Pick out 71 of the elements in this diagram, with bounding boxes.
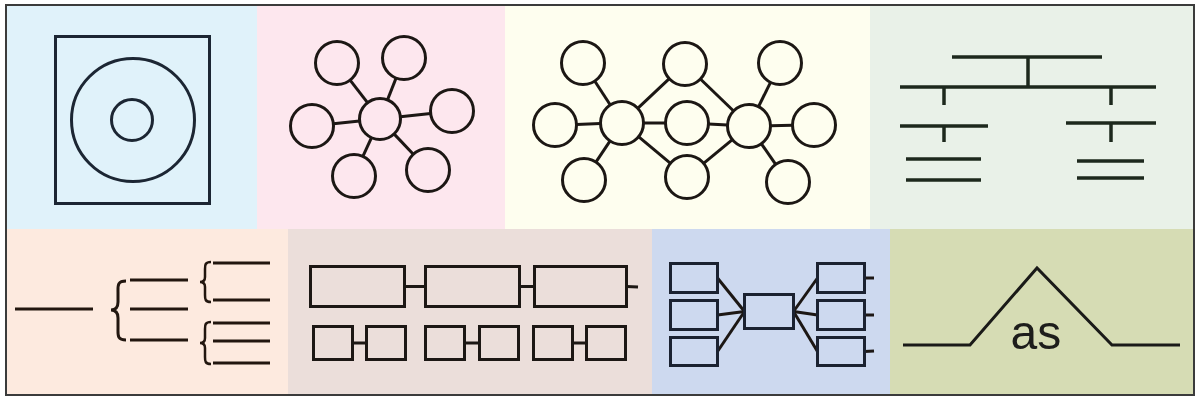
connector-line (361, 137, 373, 158)
circle-node (560, 40, 606, 86)
connector-line (864, 349, 875, 353)
connector-line (760, 142, 777, 166)
circle-node (765, 159, 811, 205)
connector-line (792, 310, 819, 353)
circle-node (289, 103, 335, 149)
circle-node (791, 102, 837, 148)
box-node (816, 299, 866, 331)
box-node (478, 325, 520, 361)
box-node (669, 336, 719, 367)
connector-line (757, 81, 772, 108)
box-node (816, 336, 866, 367)
circle-node (405, 147, 451, 193)
bridge-label: as (1010, 309, 1062, 357)
box-node (533, 265, 628, 308)
connector-line (708, 122, 728, 127)
connector-line (593, 80, 612, 106)
connector-line (594, 140, 612, 163)
box-node (585, 325, 627, 361)
connector-line (576, 122, 601, 126)
box-node (365, 325, 407, 361)
box-node (309, 265, 406, 308)
box-node (54, 35, 211, 205)
box-node (312, 325, 354, 361)
circle-node (381, 35, 427, 81)
connector-line (636, 77, 671, 110)
connector-line (392, 132, 415, 156)
circle-node (599, 100, 645, 146)
connector-line (793, 310, 818, 317)
connector-line (464, 341, 480, 345)
box-node (743, 293, 795, 330)
circle-node (757, 40, 803, 86)
connector-line (716, 277, 746, 313)
connector-line (864, 276, 874, 280)
circle-node (358, 97, 402, 141)
circle-node (561, 157, 607, 203)
connector-line (519, 285, 535, 288)
connector-line (864, 313, 874, 317)
box-node (532, 325, 574, 361)
connector-line (400, 111, 431, 119)
circle-node (664, 154, 710, 200)
connector-line (333, 119, 360, 126)
connector-line (386, 77, 398, 101)
circle-node (664, 100, 710, 146)
connector-line (792, 277, 819, 313)
box-node (424, 265, 521, 308)
box-node (424, 325, 466, 361)
connector-line (626, 285, 639, 289)
connector-line (702, 138, 734, 165)
circle-node (69, 56, 196, 183)
connector-line (770, 123, 793, 128)
circle-node (331, 153, 377, 199)
connector-line (352, 341, 367, 345)
connector-line (404, 285, 426, 288)
box-node (816, 262, 866, 294)
connector-line (348, 79, 369, 104)
connector-line (717, 310, 745, 317)
circle-node (314, 40, 360, 86)
box-node (669, 262, 719, 294)
circle-node (532, 102, 578, 148)
connector-line (572, 341, 587, 345)
connector-line (716, 310, 746, 353)
circle-node (726, 103, 772, 149)
circle-node (429, 88, 475, 134)
circle-node (109, 97, 154, 142)
connector-line (637, 135, 672, 165)
connector-line (643, 121, 666, 125)
circle-node (662, 41, 708, 87)
box-node (669, 299, 719, 331)
connector-line (699, 77, 735, 113)
